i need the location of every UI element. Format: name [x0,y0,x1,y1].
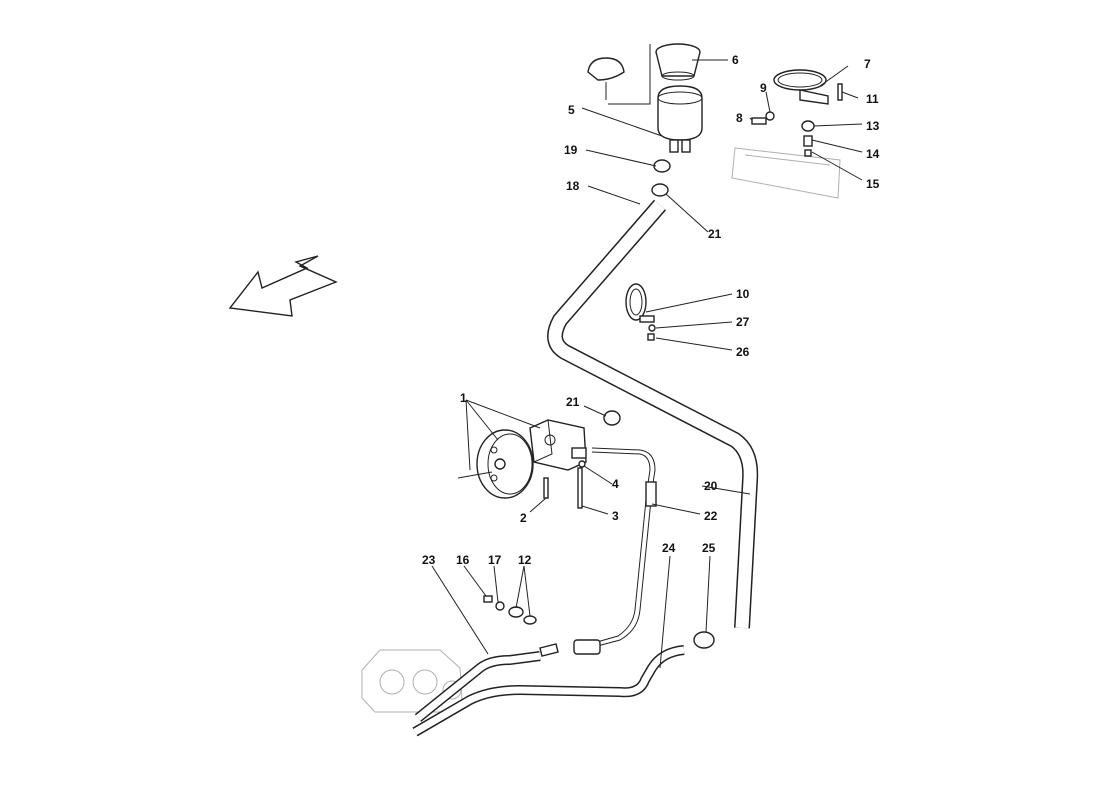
callout-18: 18 [566,179,580,193]
bolt-2 [543,477,549,499]
callout-20: 20 [704,479,718,493]
reservoir-filter [655,43,701,81]
hose-20 [547,199,759,629]
callout-27: 27 [736,315,750,329]
callout-7: 7 [864,57,871,71]
hose-clamp-10 [625,283,655,323]
pump-pulley [476,429,534,499]
screw-26 [647,333,655,341]
callout-17: 17 [488,553,502,567]
callout-22: 22 [704,509,718,523]
grommet-13 [801,120,815,132]
callout-13: 13 [866,119,880,133]
fluid-reservoir [657,85,703,153]
reservoir-bracket [773,69,829,105]
power-steering-pump [529,419,587,471]
callout-labels: 6 5 7 9 11 8 13 14 15 19 18 21 10 27 26 … [422,53,880,567]
callout-2: 2 [520,511,527,525]
callout-3: 3 [612,509,619,523]
callout-11: 11 [866,92,879,106]
screw-16 [483,595,493,603]
hose-clamp-21-lower [603,410,621,426]
washer-4 [578,460,586,468]
direction-arrow [228,255,338,317]
bolt-3 [577,467,583,509]
callout-26: 26 [736,345,750,359]
pressure-pipe-22 [539,447,657,657]
hose-clamp-21-upper [651,183,669,197]
callout-1: 1 [460,391,467,405]
callout-19: 19 [564,143,578,157]
callout-23: 23 [422,553,436,567]
screw-11 [837,83,843,101]
washer-17 [495,601,505,611]
callout-10: 10 [736,287,750,301]
leader-lines [431,44,863,669]
hose-clamp-19 [653,159,671,173]
callout-8: 8 [736,111,743,125]
screw-8 [751,117,767,125]
callout-4: 4 [612,477,619,491]
callout-16: 16 [456,553,470,567]
callout-14: 14 [866,147,880,161]
callout-25: 25 [702,541,716,555]
callout-21-lower: 21 [566,395,580,409]
clip-12 [508,606,537,625]
pump-bolt-long [457,471,493,479]
callout-12: 12 [518,553,532,567]
spacer-14 [803,135,813,147]
washer-9 [765,111,775,121]
reservoir-cap [587,57,625,100]
callout-21-upper: 21 [708,227,722,241]
return-pipe-23 [412,645,685,737]
callout-15: 15 [866,177,880,191]
washer-27 [648,324,656,332]
callout-9: 9 [760,81,767,95]
steering-rack-housing [361,649,463,713]
return-pipe-24 [414,651,541,722]
callout-6: 6 [732,53,739,67]
nut-15 [804,149,812,157]
callout-24: 24 [662,541,676,555]
body-panel-outline [731,147,841,199]
callout-5: 5 [568,103,575,117]
hose-clamp-25 [693,631,715,649]
